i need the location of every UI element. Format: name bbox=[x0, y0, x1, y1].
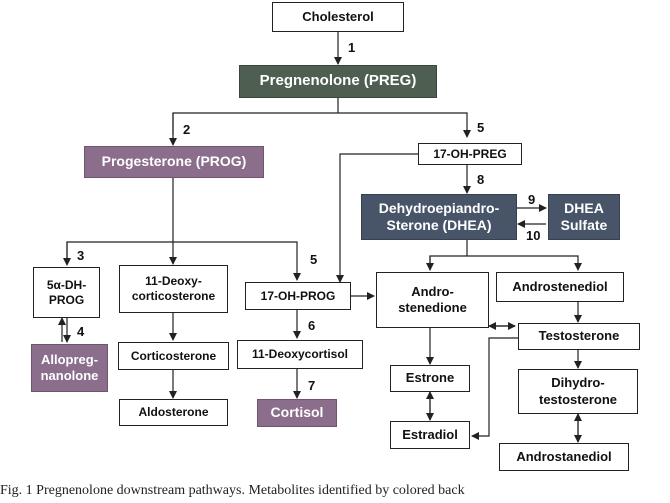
figure-caption: Fig. 1 Pregnenolone downstream pathways.… bbox=[0, 483, 465, 498]
allopregnanolone-box: Allopreg- nanolone bbox=[31, 344, 108, 392]
testosterone-box: Testosterone bbox=[518, 323, 640, 350]
step-number-4: 4 bbox=[77, 324, 85, 339]
step-number-8: 8 bbox=[477, 172, 485, 187]
step-number-3: 3 bbox=[77, 248, 85, 263]
estrone-box: Estrone bbox=[390, 365, 470, 392]
step-number-1: 1 bbox=[348, 40, 356, 55]
step-number-6: 6 bbox=[308, 318, 316, 333]
aldosterone-box: Aldosterone bbox=[119, 399, 228, 426]
step-number-5-upper: 5 bbox=[477, 120, 485, 135]
cortisol-box: Cortisol bbox=[257, 399, 337, 427]
estradiol-box: Estradiol bbox=[390, 421, 470, 449]
pregnenolone-box: Pregnenolone (PREG) bbox=[239, 65, 437, 98]
5a-dh-prog-box: 5α-DH- PROG bbox=[33, 267, 100, 318]
dihydrotestosterone-box: Dihydro- testosterone bbox=[518, 369, 638, 414]
androstanediol-box: Androstanediol bbox=[499, 443, 629, 471]
cholesterol-box: Cholesterol bbox=[272, 2, 404, 32]
androstenedione-box: Andro- stenedione bbox=[376, 272, 489, 328]
step-number-2: 2 bbox=[183, 122, 191, 137]
dhea-sulfate-box: DHEA Sulfate bbox=[548, 194, 620, 240]
step-number-5-lower: 5 bbox=[310, 252, 318, 267]
11-deoxycortisol-box: 11-Deoxycortisol bbox=[237, 340, 363, 369]
progesterone-box: Progesterone (PROG) bbox=[84, 146, 264, 178]
androstenediol-box: Androstenediol bbox=[496, 272, 624, 302]
step-number-7: 7 bbox=[308, 378, 316, 393]
17-oh-prog-box: 17-OH-PROG bbox=[245, 282, 351, 310]
corticosterone-box: Corticosterone bbox=[118, 342, 229, 370]
17-oh-preg-box: 17-OH-PREG bbox=[418, 143, 522, 165]
deoxycorticosterone-box: 11-Deoxy- corticosterone bbox=[119, 265, 228, 313]
step-number-9: 9 bbox=[528, 192, 536, 207]
dhea-box: Dehydroepiandro- Sterone (DHEA) bbox=[361, 194, 517, 240]
step-number-10: 10 bbox=[526, 228, 541, 243]
